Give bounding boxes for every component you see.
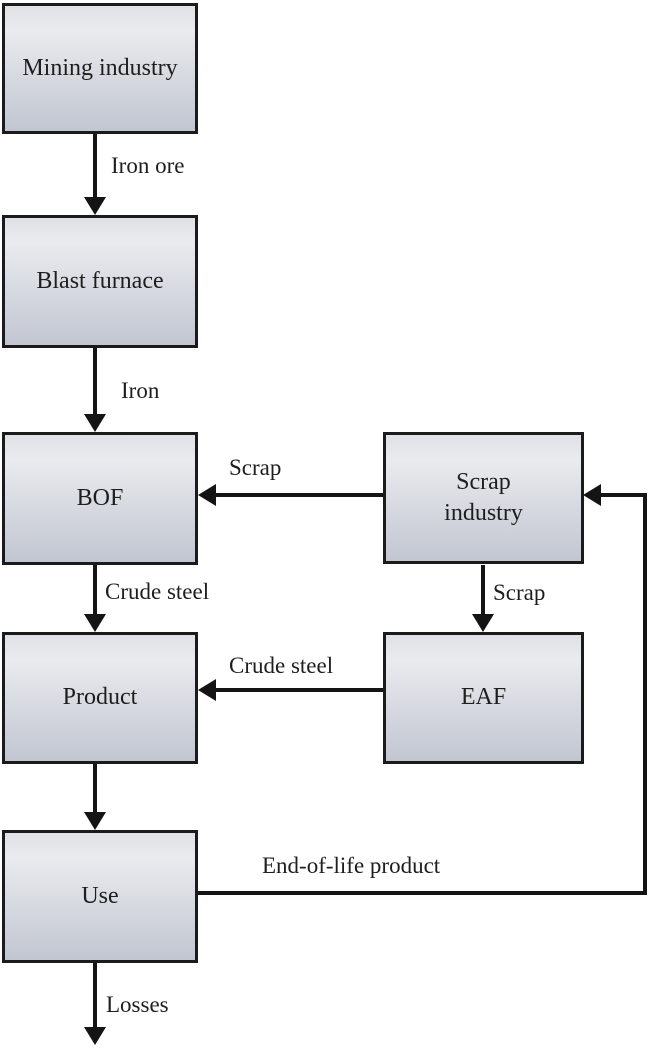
arrow-product-to-use-shaft (93, 764, 97, 812)
edge-label-iron-ore: Iron ore (111, 153, 185, 178)
edge-label-crude-steel-bof: Crude steel (105, 579, 210, 604)
edge-label-end-of-life-product: End-of-life product (262, 853, 441, 878)
arrow-scrap-to-bof-arrowhead (198, 484, 216, 506)
edge-label-scrap-to-eaf: Scrap (493, 580, 546, 605)
node-scrap-industry: Scrap industry (383, 432, 584, 564)
node-eaf: EAF (383, 632, 584, 764)
arrow-eaf-to-product-shaft (215, 688, 383, 692)
node-mining-industry: Mining industry (2, 3, 198, 134)
feedback-loop-bottom-segment (198, 891, 647, 895)
arrow-blast-to-bof-shaft (93, 348, 97, 414)
arrow-product-to-use-arrowhead (84, 812, 106, 830)
edge-label-losses: Losses (106, 992, 169, 1017)
arrow-scrap-to-bof-shaft (215, 493, 383, 497)
node-product: Product (2, 632, 198, 764)
arrow-blast-to-bof-arrowhead (84, 414, 106, 432)
node-label-scrap-industry: Scrap industry (444, 468, 523, 526)
node-label-blast-furnace: Blast furnace (36, 267, 164, 294)
arrow-scrap-to-eaf-shaft (481, 565, 485, 614)
feedback-loop-right-segment (643, 493, 647, 895)
arrow-mining-to-blast-arrowhead (84, 197, 106, 215)
edge-label-iron: Iron (121, 378, 160, 403)
arrow-eaf-to-product-arrowhead (198, 679, 216, 701)
edge-label-scrap-to-bof: Scrap (229, 455, 282, 480)
arrow-scrap-to-eaf-arrowhead (472, 614, 494, 632)
node-label-bof: BOF (76, 484, 124, 511)
node-label-eaf: EAF (460, 684, 507, 711)
node-use: Use (2, 830, 198, 963)
feedback-loop-top-segment (601, 493, 643, 497)
arrow-bof-to-product-arrowhead (84, 614, 106, 632)
node-label-product: Product (62, 684, 138, 711)
arrow-bof-to-product-shaft (93, 565, 97, 614)
arrow-mining-to-blast-shaft (93, 134, 97, 197)
node-label-mining-industry: Mining industry (22, 54, 178, 81)
feedback-loop-arrowhead (583, 484, 601, 506)
node-label-use: Use (81, 882, 119, 909)
arrow-use-to-losses-shaft (93, 963, 97, 1027)
node-bof: BOF (2, 432, 198, 565)
arrow-use-to-losses-arrowhead (84, 1027, 106, 1045)
node-blast-furnace: Blast furnace (2, 215, 198, 348)
edge-label-crude-steel-eaf: Crude steel (229, 653, 334, 678)
